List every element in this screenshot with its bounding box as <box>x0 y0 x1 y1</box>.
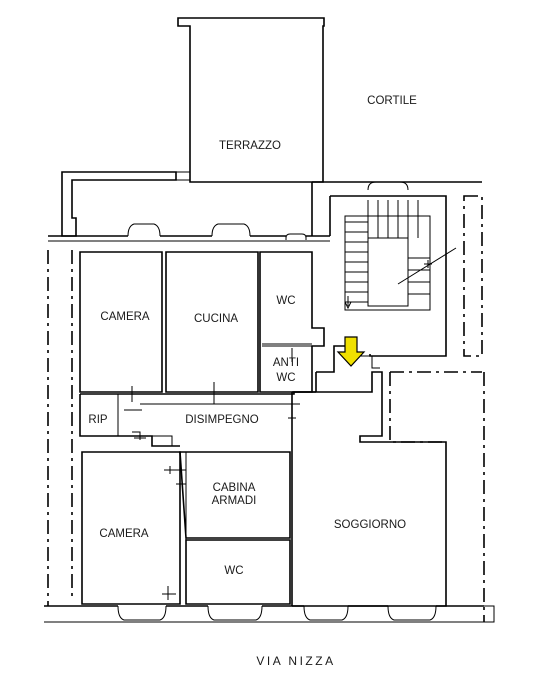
staircase <box>329 181 457 357</box>
exterior-wall-top <box>48 181 482 242</box>
street-name: VIA NIZZA <box>256 654 335 668</box>
label-terrazzo: TERRAZZO <box>219 140 281 152</box>
down-arrow-icon <box>336 336 366 367</box>
rooms-bottom <box>81 371 447 607</box>
label-armadi: ARMADI <box>212 495 257 507</box>
cortile-boundaries <box>47 195 485 622</box>
label-rip: RIP <box>88 414 108 426</box>
label-wc-top: WC <box>276 295 295 307</box>
label-wc-bottom: WC <box>224 565 243 577</box>
terrazzo-outline <box>61 17 325 237</box>
label-camera-bottom: CAMERA <box>99 528 149 540</box>
label-cabina: CABINA <box>213 482 256 494</box>
label-soggiorno: SOGGIORNO <box>334 519 406 531</box>
label-cucina: CUCINA <box>194 313 238 325</box>
label-cortile: CORTILE <box>367 95 417 107</box>
label-camera-top: CAMERA <box>100 311 150 323</box>
label-anti-wc-1: ANTI <box>273 357 299 369</box>
label-disimpegno: DISIMPEGNO <box>185 414 259 426</box>
exterior-wall-bottom <box>44 605 495 623</box>
rooms-top <box>79 251 380 393</box>
label-anti-wc-2: WC <box>276 372 295 384</box>
